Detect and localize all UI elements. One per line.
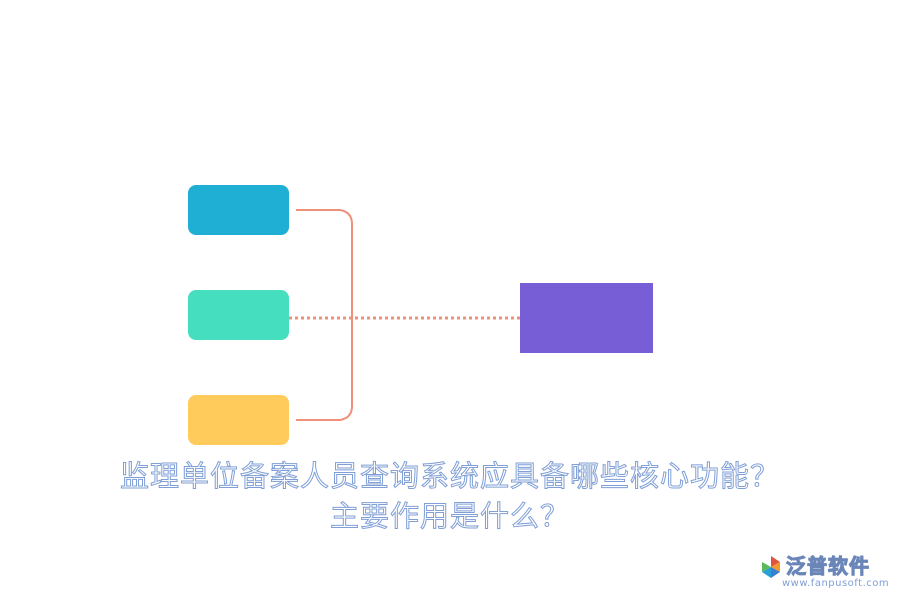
- diagram-center-node: [520, 283, 653, 353]
- brand-name: 泛普软件: [786, 554, 870, 579]
- diagram-node-3: [188, 395, 289, 445]
- brand-watermark: 泛普软件 www.fanpusoft.com: [750, 552, 890, 592]
- fanpu-logo-icon: [762, 556, 780, 578]
- diagram-node-1: [188, 185, 289, 235]
- page-title: 监理单位备案人员查询系统应具备哪些核心功能？ 主要作用是什么？: [0, 456, 900, 536]
- title-line-2: 主要作用是什么？: [329, 499, 570, 534]
- diagram-node-2: [188, 290, 289, 340]
- brand-url: www.fanpusoft.com: [782, 578, 890, 589]
- bracket-connector: [296, 209, 353, 421]
- title-line-1: 监理单位备案人员查询系统应具备哪些核心功能？: [119, 459, 780, 494]
